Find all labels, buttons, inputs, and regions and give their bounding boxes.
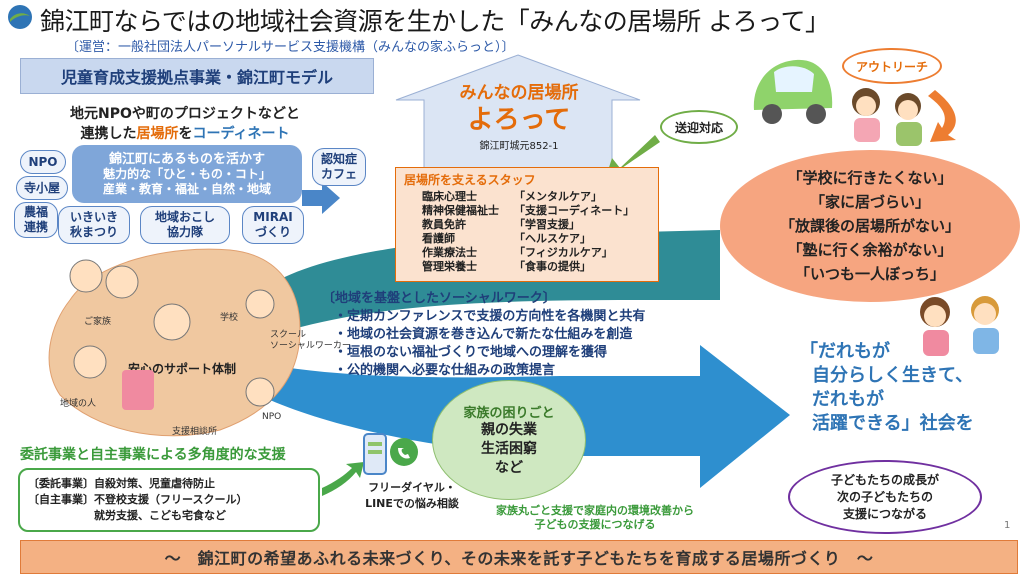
support-counselor: 支援相談所 — [172, 427, 218, 437]
phone-icon — [363, 433, 418, 475]
partner-chiiki-okoshi: 地域おこし 協力隊 — [140, 206, 230, 244]
children-issues: 「学校に行きたくない」 「家に居づらい」 「放課後の居場所がない」 「塾に行く余… — [720, 150, 1020, 302]
support-npo: NPO — [262, 412, 282, 422]
social-work-item: ・地域の社会資源を巻き込んで新たな仕組みを創造 — [334, 327, 633, 342]
family-troubles-title: 家族の困りごと — [463, 406, 555, 421]
house-address: 錦江町城元852-1 — [479, 141, 559, 152]
logo-mark — [8, 5, 32, 29]
kids-outreach-illustration — [852, 88, 922, 146]
social-work-item: ・垣根のない福祉づくりで地域への理解を獲得 — [334, 345, 608, 360]
issue-item: 「家に居づらい」 — [809, 193, 930, 211]
model-label: 児童育成支援拠点事業・錦江町モデル — [20, 58, 374, 94]
partner-mirai: MIRAI づくり — [242, 206, 304, 244]
house-name-big: よろって — [467, 105, 571, 135]
pickup-label: 送迎対応 — [660, 110, 738, 144]
center-bubble-line1: 錦江町にあるものを活かす — [108, 151, 265, 167]
outreach-arrow — [928, 90, 956, 142]
staff-row: 看護師「ヘルスケア」 — [422, 232, 591, 245]
hotline-text: フリーダイヤル・ LINEでの悩み相談 — [365, 481, 459, 510]
people-icons — [69, 259, 275, 410]
commission-title: 委託事業と自主事業による多角度的な支援 — [20, 447, 286, 463]
coordinate-arrow — [302, 182, 340, 214]
house-name-top: みんなの居場所 — [459, 83, 579, 103]
staff-list: 臨床心理士「メンタルケア」 精神保健福祉士「支援コーディネート」 教員免許「学習… — [396, 190, 658, 274]
partner-npo: NPO — [20, 150, 66, 174]
support-school: 学校 — [220, 313, 239, 323]
partner-terakoya: 寺小屋 — [16, 176, 68, 200]
staff-box: 居場所を支えるスタッフ 臨床心理士「メンタルケア」 精神保健福祉士「支援コーディ… — [395, 167, 659, 282]
staff-row: 教員免許「学習支援」 — [422, 218, 580, 231]
family-support: 家族丸ごと支援で家庭内の環境改善から 子どもの支援につなげる — [496, 504, 694, 531]
coordinate-line1: 地元NPOや町のプロジェクトなどと — [70, 106, 300, 122]
hotline-arrow — [322, 462, 364, 496]
family-troubles: 家族の困りごと 親の失業 生活困窮 など — [432, 380, 586, 500]
staff-row: 管理栄養士「食事の提供」 — [422, 260, 591, 273]
support-ssw: スクール ソーシャルワーカー — [270, 330, 351, 351]
coordinate-line2: 連携した居場所をコーディネート — [80, 126, 290, 142]
page-number: 1 — [1004, 520, 1011, 531]
social-work-item: ・定期カンファレンスで支援の方向性を各機関と共有 — [334, 309, 646, 324]
car-illustration — [753, 59, 833, 124]
staff-row: 精神保健福祉士「支援コーディネート」 — [422, 204, 635, 217]
support-community: 地域の人 — [60, 399, 97, 409]
partner-nofuku: 農福 連携 — [14, 202, 58, 238]
growth-ellipse: 子どもたちの成長が 次の子どもたちの 支援につながる — [788, 460, 982, 534]
social-work: 〔地域を基盤としたソーシャルワーク〕 ・定期カンファレンスで支援の方向性を各機関… — [322, 290, 645, 380]
support-center: 安心のサポート体制 — [128, 362, 237, 376]
kids-illustration — [920, 296, 999, 356]
coordinate-text: 地元NPOや町のプロジェクトなどと 連携した居場所をコーディネート — [40, 104, 330, 144]
issue-item: 「塾に行く余裕がない」 — [787, 241, 953, 259]
partner-ninchisho: 認知症 カフェ — [312, 148, 366, 186]
family-trouble-item: 親の失業 — [481, 422, 537, 438]
social-work-item: ・公的機関へ必要な仕組みの政策提言 — [334, 363, 556, 378]
outreach-label: アウトリーチ — [842, 48, 942, 84]
footer-banner: ～ 錦江町の希望あふれる未来づくり、その未来を託す子どもたちを育成する居場所づく… — [20, 540, 1018, 574]
family-trouble-item: 生活困窮 — [481, 441, 537, 457]
center-bubble-line2: 魅力的な「ひと・もの・コト」 — [103, 166, 271, 181]
staff-row: 作業療法士「フィジカルケア」 — [422, 246, 613, 259]
page-subtitle: 〔運営：一般社団法人パーソナルサービス支援機構（みんなの家ふらっと）〕 — [66, 40, 515, 55]
social-work-title: 〔地域を基盤としたソーシャルワーク〕 — [322, 291, 556, 306]
issue-item: 「いつも一人ぼっち」 — [794, 265, 945, 283]
family-trouble-item: など — [495, 460, 523, 476]
issue-item: 「放課後の居場所がない」 — [779, 217, 960, 235]
commission-row-3: 就労支援、こども宅食など — [94, 509, 226, 522]
house-name: みんなの居場所 よろって 錦江町城元852-1 — [430, 78, 608, 152]
staff-row: 臨床心理士「メンタルケア」 — [422, 190, 602, 203]
commission-row-2: 〔自主事業〕不登校支援（フリースクール） — [28, 493, 248, 506]
support-map — [48, 248, 301, 437]
staff-title: 居場所を支えるスタッフ — [404, 173, 536, 187]
vision-text: 「だれもが 自分らしく生きて、 だれもが 活躍できる」社会を — [800, 341, 974, 434]
support-family: ご家族 — [84, 317, 112, 327]
commission-box: 〔委託事業〕自殺対策、児童虐待防止 〔自主事業〕不登校支援（フリースクール） 就… — [18, 468, 320, 532]
page-title: 錦江町ならではの地域社会資源を生かした「みんなの居場所 よろって」 — [40, 7, 830, 36]
issue-item: 「学校に行きたくない」 — [787, 169, 953, 187]
center-bubble-line3: 産業・教育・福祉・自然・地域 — [102, 181, 271, 196]
center-bubble: 錦江町にあるものを活かす 魅力的な「ひと・もの・コト」 産業・教育・福祉・自然・… — [72, 145, 302, 203]
partner-ikiiki: いきいき 秋まつり — [58, 206, 130, 244]
commission-row-1: 〔委託事業〕自殺対策、児童虐待防止 — [28, 477, 215, 490]
